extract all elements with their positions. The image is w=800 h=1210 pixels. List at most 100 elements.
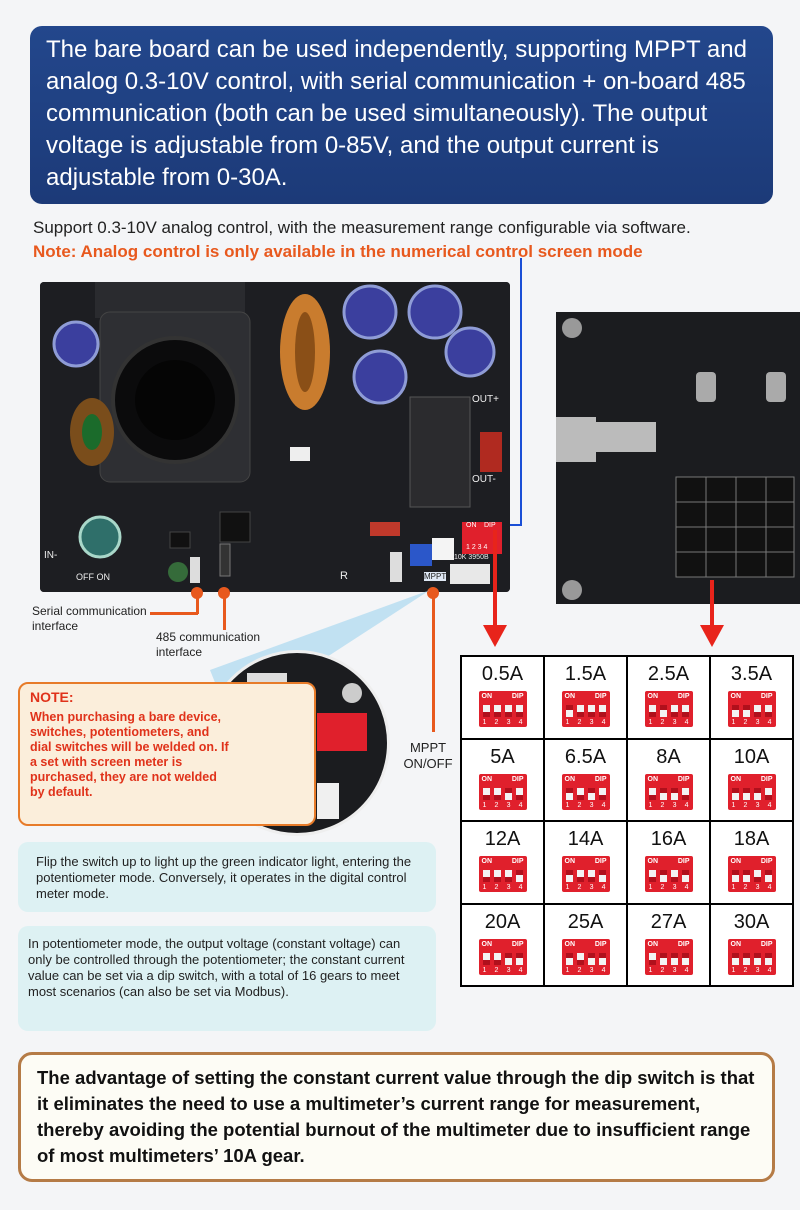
dip-label: DIP: [511, 775, 524, 783]
dip-switch-number: 1: [565, 801, 570, 809]
dip-on-label: ON: [647, 775, 659, 783]
dip-switch-lever: [576, 705, 584, 717]
dip-switch-lever: [681, 787, 689, 800]
dip-switch-number: 3: [755, 884, 760, 891]
pot-mode-info-box: In potentiometer mode, the output voltag…: [18, 926, 436, 1031]
dip-switch-number: 1: [565, 719, 570, 726]
switch-info-box: Flip the switch up to light up the green…: [18, 842, 436, 912]
dip-on-label: ON: [730, 940, 742, 948]
dip-switch-lever: [587, 705, 595, 717]
current-value: 25A: [567, 910, 604, 933]
dip-switch-lever: [681, 705, 689, 717]
dip-switch-lever: [742, 952, 750, 965]
arrow-shaft-right: [710, 580, 714, 640]
dip-switch-lever: [565, 787, 573, 800]
dip-on-label: ON: [564, 940, 576, 948]
note-title: NOTE:: [30, 689, 74, 705]
current-value: 6.5A: [564, 745, 607, 768]
switch-info-text: Flip the switch up to light up the green…: [36, 854, 412, 901]
arrow-head-right-icon: [700, 625, 724, 647]
dip-switch-lever: [565, 705, 573, 717]
dip-label: DIP: [677, 940, 690, 948]
current-value: 16A: [650, 828, 687, 850]
dip-switch-lever: [659, 952, 667, 965]
dip-switch-number: 2: [743, 966, 748, 974]
dip-switch-number: 4: [518, 966, 523, 974]
callout-dot-serial-icon: [191, 587, 203, 599]
dip-on-label: ON: [564, 775, 576, 783]
dip-on-label: ON: [481, 693, 493, 700]
silk-r: R: [340, 570, 348, 582]
dip-on-label: ON: [481, 775, 493, 783]
dip-switch-number: 3: [672, 884, 677, 891]
current-value: 14A: [567, 828, 604, 850]
silk-dip-nums: 1 2 3 4: [466, 544, 488, 551]
dip-label: DIP: [760, 940, 773, 948]
serial-interface-label: Serial communication interface: [32, 604, 147, 633]
dip-switch-lever: [753, 870, 761, 882]
dip-switch-lever: [504, 787, 512, 800]
silk-dip-on: ON: [466, 522, 477, 529]
current-value: 18A: [733, 828, 770, 850]
dip-switch-number: 4: [684, 966, 689, 974]
dip-switch-lever: [659, 705, 667, 717]
dip-switch-lever: [598, 705, 606, 717]
dip-switch-number: 4: [767, 719, 772, 726]
dip-switch-number: 3: [672, 966, 677, 974]
dip-on-label: ON: [564, 693, 576, 700]
dip-switch-number: 3: [589, 884, 594, 891]
dip-switch-number: 4: [601, 719, 606, 726]
dip-switch-number: 3: [755, 801, 760, 809]
dip-switch-lever: [587, 952, 595, 965]
banner-text: The bare board can be used independently…: [46, 36, 747, 191]
dip-switch-lever: [670, 705, 678, 717]
dip-switch-number: 2: [494, 884, 499, 891]
board-back-photo: [556, 312, 800, 604]
dip-switch-number: 4: [684, 884, 689, 891]
current-value: 27A: [650, 910, 687, 933]
dip-label: DIP: [511, 940, 524, 948]
dip-switch-lever: [648, 952, 656, 965]
dip-switch-lever: [493, 705, 501, 717]
callout-line-mppt: [432, 592, 435, 732]
dip-switch-number: 3: [589, 966, 594, 974]
dip-switch-lever: [515, 870, 523, 882]
silk-mppt: MPPT: [424, 572, 447, 581]
dip-switch-lever: [515, 705, 523, 717]
dip-switch-lever: [648, 705, 656, 717]
dip-switch-number: 2: [660, 801, 665, 809]
rs485-interface-label: 485 communication interface: [156, 630, 261, 659]
dip-switch-number: 1: [731, 884, 736, 891]
note-connector-line: [520, 258, 522, 526]
dip-switch-lever: [659, 787, 667, 800]
dip-switch-lever: [742, 870, 750, 882]
dip-switch-number: 2: [577, 966, 582, 974]
dip-switch-number: 3: [672, 801, 677, 809]
dip-switch-number: 1: [648, 801, 653, 809]
silk-pot: 10K 3950B: [454, 554, 489, 561]
dip-label: DIP: [677, 693, 690, 700]
dip-switch-lever: [753, 787, 761, 800]
dip-switch-lever: [681, 870, 689, 882]
dip-switch-number: 2: [577, 884, 582, 891]
purchase-note-box: NOTE: When purchasing a bare device, swi…: [18, 682, 316, 826]
dip-label: DIP: [760, 693, 773, 700]
current-value: 3.5A: [730, 663, 773, 685]
